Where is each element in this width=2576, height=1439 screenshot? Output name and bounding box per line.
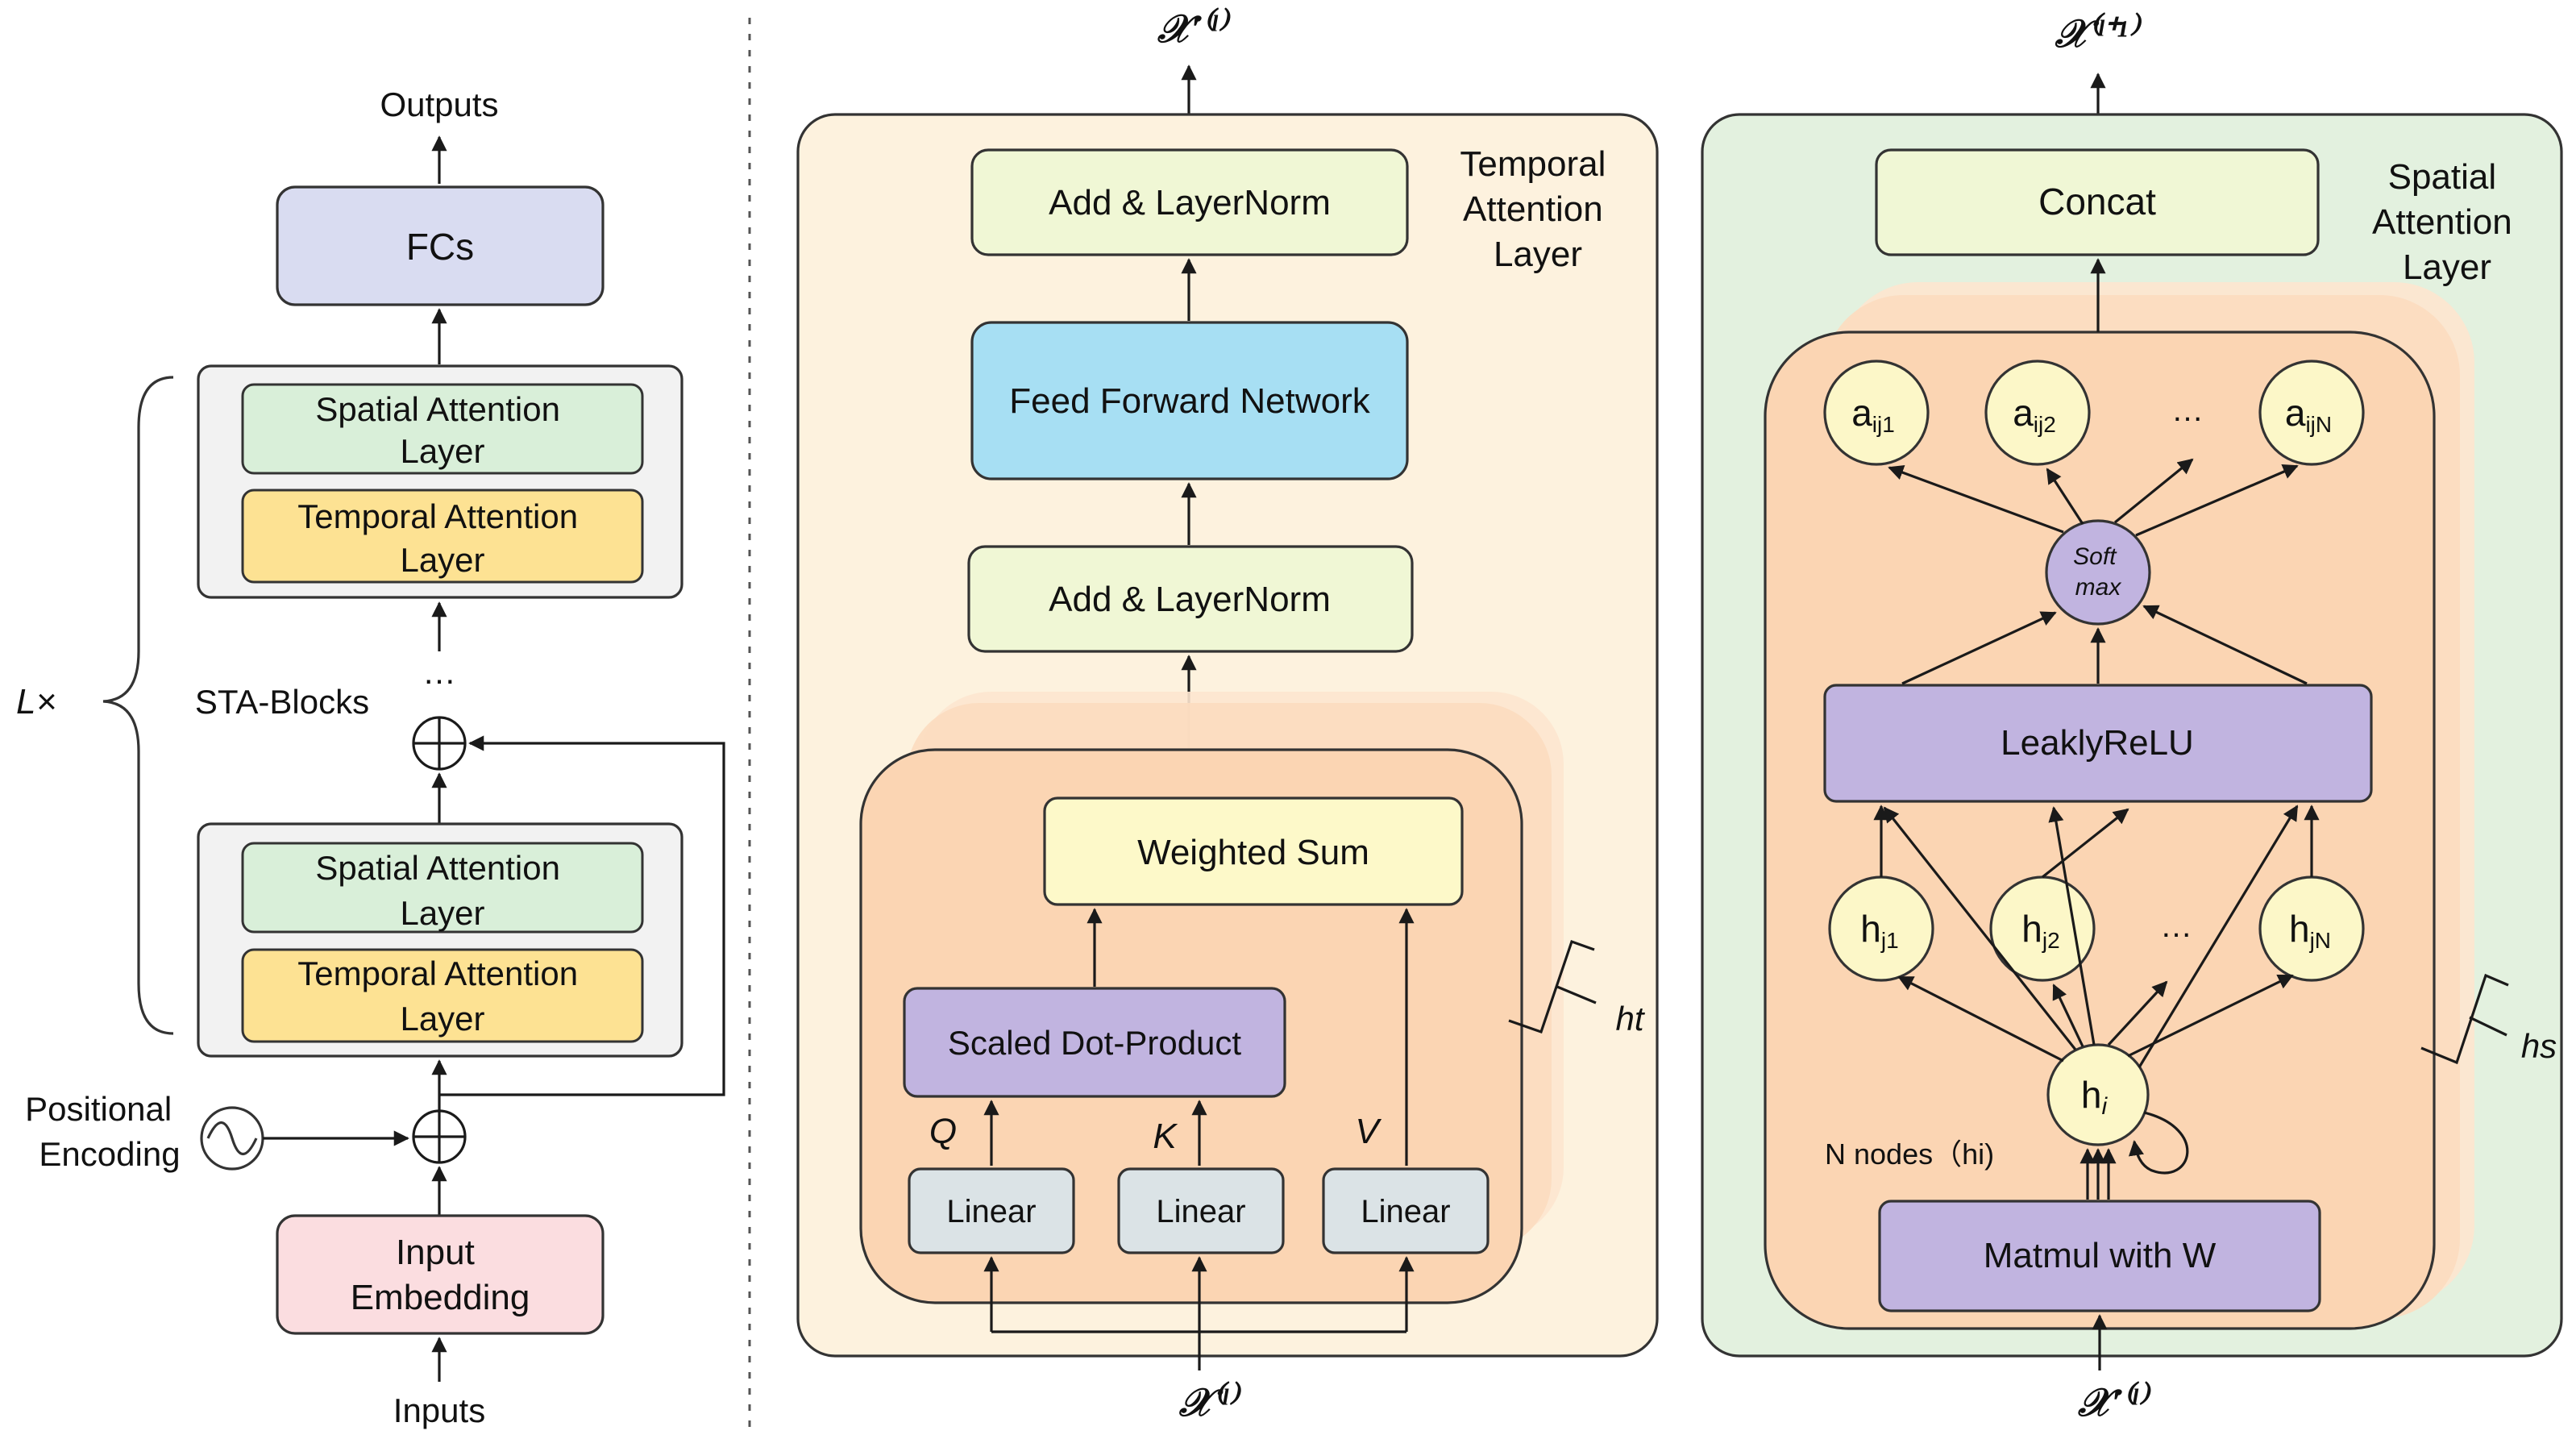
- stack-brace: [102, 376, 174, 1035]
- n-nodes-label: N nodes（hi): [1825, 1137, 1994, 1171]
- temporal-output-symbol: 𝒳′⁽ˡ⁾: [1157, 7, 1231, 51]
- left-overview-panel: Outputs FCs Spatial Attention Layer Temp…: [16, 85, 725, 1429]
- residual-skip-line: [439, 735, 725, 1096]
- spatial-title: Spatial Attention Layer: [2372, 157, 2522, 287]
- linear-v-box: [1322, 1167, 1490, 1254]
- linear-k-box: [1117, 1167, 1285, 1254]
- q-label: Q: [929, 1112, 957, 1151]
- svg-text:hj1: hj1: [1860, 908, 1898, 953]
- linear-k-label: Linear: [1156, 1194, 1245, 1229]
- svg-text:hj2: hj2: [2021, 908, 2059, 953]
- leaky-relu-box: [1823, 684, 2373, 803]
- block2-temporal-box: [241, 948, 644, 1043]
- h-nodes-dots: …: [2160, 909, 2192, 944]
- block1-temporal-label: Temporal Attention Layer: [297, 497, 588, 579]
- add-norm-top-label: Add & LayerNorm: [1049, 183, 1331, 223]
- temporal-input-symbol: 𝒳⁽ˡ⁾: [1178, 1381, 1242, 1424]
- positional-encoding-label: Positional Encoding: [25, 1090, 181, 1173]
- concat-label: Concat: [2038, 181, 2156, 223]
- v-label: V: [1355, 1112, 1381, 1151]
- temporal-title: Temporal Attention Layer: [1460, 144, 1615, 274]
- softmax-label: Soft max: [2073, 543, 2123, 601]
- concat-box: [1875, 148, 2320, 256]
- fcs-label: FCs: [406, 226, 474, 268]
- linear-q-label: Linear: [946, 1194, 1036, 1229]
- add-norm-bottom-label: Add & LayerNorm: [1049, 580, 1331, 619]
- input-embedding-label: Input Embedding: [351, 1233, 530, 1317]
- inputs-label: Inputs: [393, 1391, 485, 1429]
- matmul-label: Matmul with W: [1984, 1236, 2217, 1275]
- block1-spatial-label: Spatial Attention Layer: [315, 390, 569, 470]
- svg-text:hi: hi: [2081, 1074, 2109, 1120]
- spatial-input-symbol: 𝒳′⁽ˡ⁾: [2077, 1381, 2151, 1424]
- outputs-label: Outputs: [380, 85, 498, 123]
- add-norm-bottom-box: [967, 545, 1414, 653]
- scaled-dot-box: [903, 987, 1286, 1098]
- block1-temporal-box: [241, 489, 644, 584]
- h-node-i: [2046, 1043, 2150, 1146]
- a-node-ij2: [1984, 360, 2091, 466]
- fcs-box: [276, 185, 605, 306]
- temporal-heads-label: ht: [1615, 1000, 1645, 1038]
- temporal-heads-bracket: [1508, 939, 1595, 1034]
- scaled-dot-label: Scaled Dot-Product: [948, 1024, 1242, 1062]
- a-node-ijN: [2258, 360, 2365, 466]
- linear-v-label: Linear: [1361, 1194, 1450, 1229]
- k-label: K: [1153, 1117, 1178, 1156]
- hi-self-loop: [2128, 1111, 2189, 1175]
- linear-q-box: [908, 1167, 1075, 1254]
- svg-text:aij1: aij1: [1851, 392, 1895, 437]
- stack-dots: …: [422, 653, 456, 691]
- spatial-attention-panel: 𝒳⁽ˡ⁺¹⁾ Spatial Attention Layer Concat ai…: [1701, 12, 2563, 1424]
- temporal-attention-panel: 𝒳′⁽ˡ⁾ Temporal Attention Layer Add & Lay…: [796, 7, 1659, 1424]
- svg-text:aij2: aij2: [2013, 392, 2056, 437]
- matmul-box: [1878, 1200, 2321, 1312]
- add-norm-top-box: [970, 148, 1409, 256]
- block2-spatial-label: Spatial Attention Layer: [315, 849, 569, 932]
- spatial-heads-label: hs: [2521, 1027, 2557, 1065]
- a-nodes-dots: …: [2171, 393, 2204, 428]
- block2-temporal-label: Temporal Attention Layer: [297, 954, 588, 1038]
- svg-text:aijN: aijN: [2285, 392, 2332, 437]
- a-node-ij1: [1823, 360, 1930, 466]
- softmax-node: [2045, 519, 2151, 626]
- l-times-label: L×: [16, 682, 56, 722]
- sta-blocks-label: STA-Blocks: [195, 683, 369, 721]
- weighted-sum-label: Weighted Sum: [1137, 833, 1369, 872]
- ffn-box: [970, 321, 1409, 480]
- svg-text:hjN: hjN: [2289, 908, 2331, 953]
- weighted-sum-box: [1043, 796, 1464, 906]
- block2-spatial-box: [241, 842, 644, 934]
- spatial-output-symbol: 𝒳⁽ˡ⁺¹⁾: [2055, 12, 2142, 56]
- block1-spatial-box: [241, 383, 644, 475]
- input-embedding-box: [276, 1214, 605, 1335]
- ffn-label: Feed Forward Network: [1009, 381, 1370, 421]
- leaky-relu-label: LeaklyReLU: [2001, 723, 2194, 763]
